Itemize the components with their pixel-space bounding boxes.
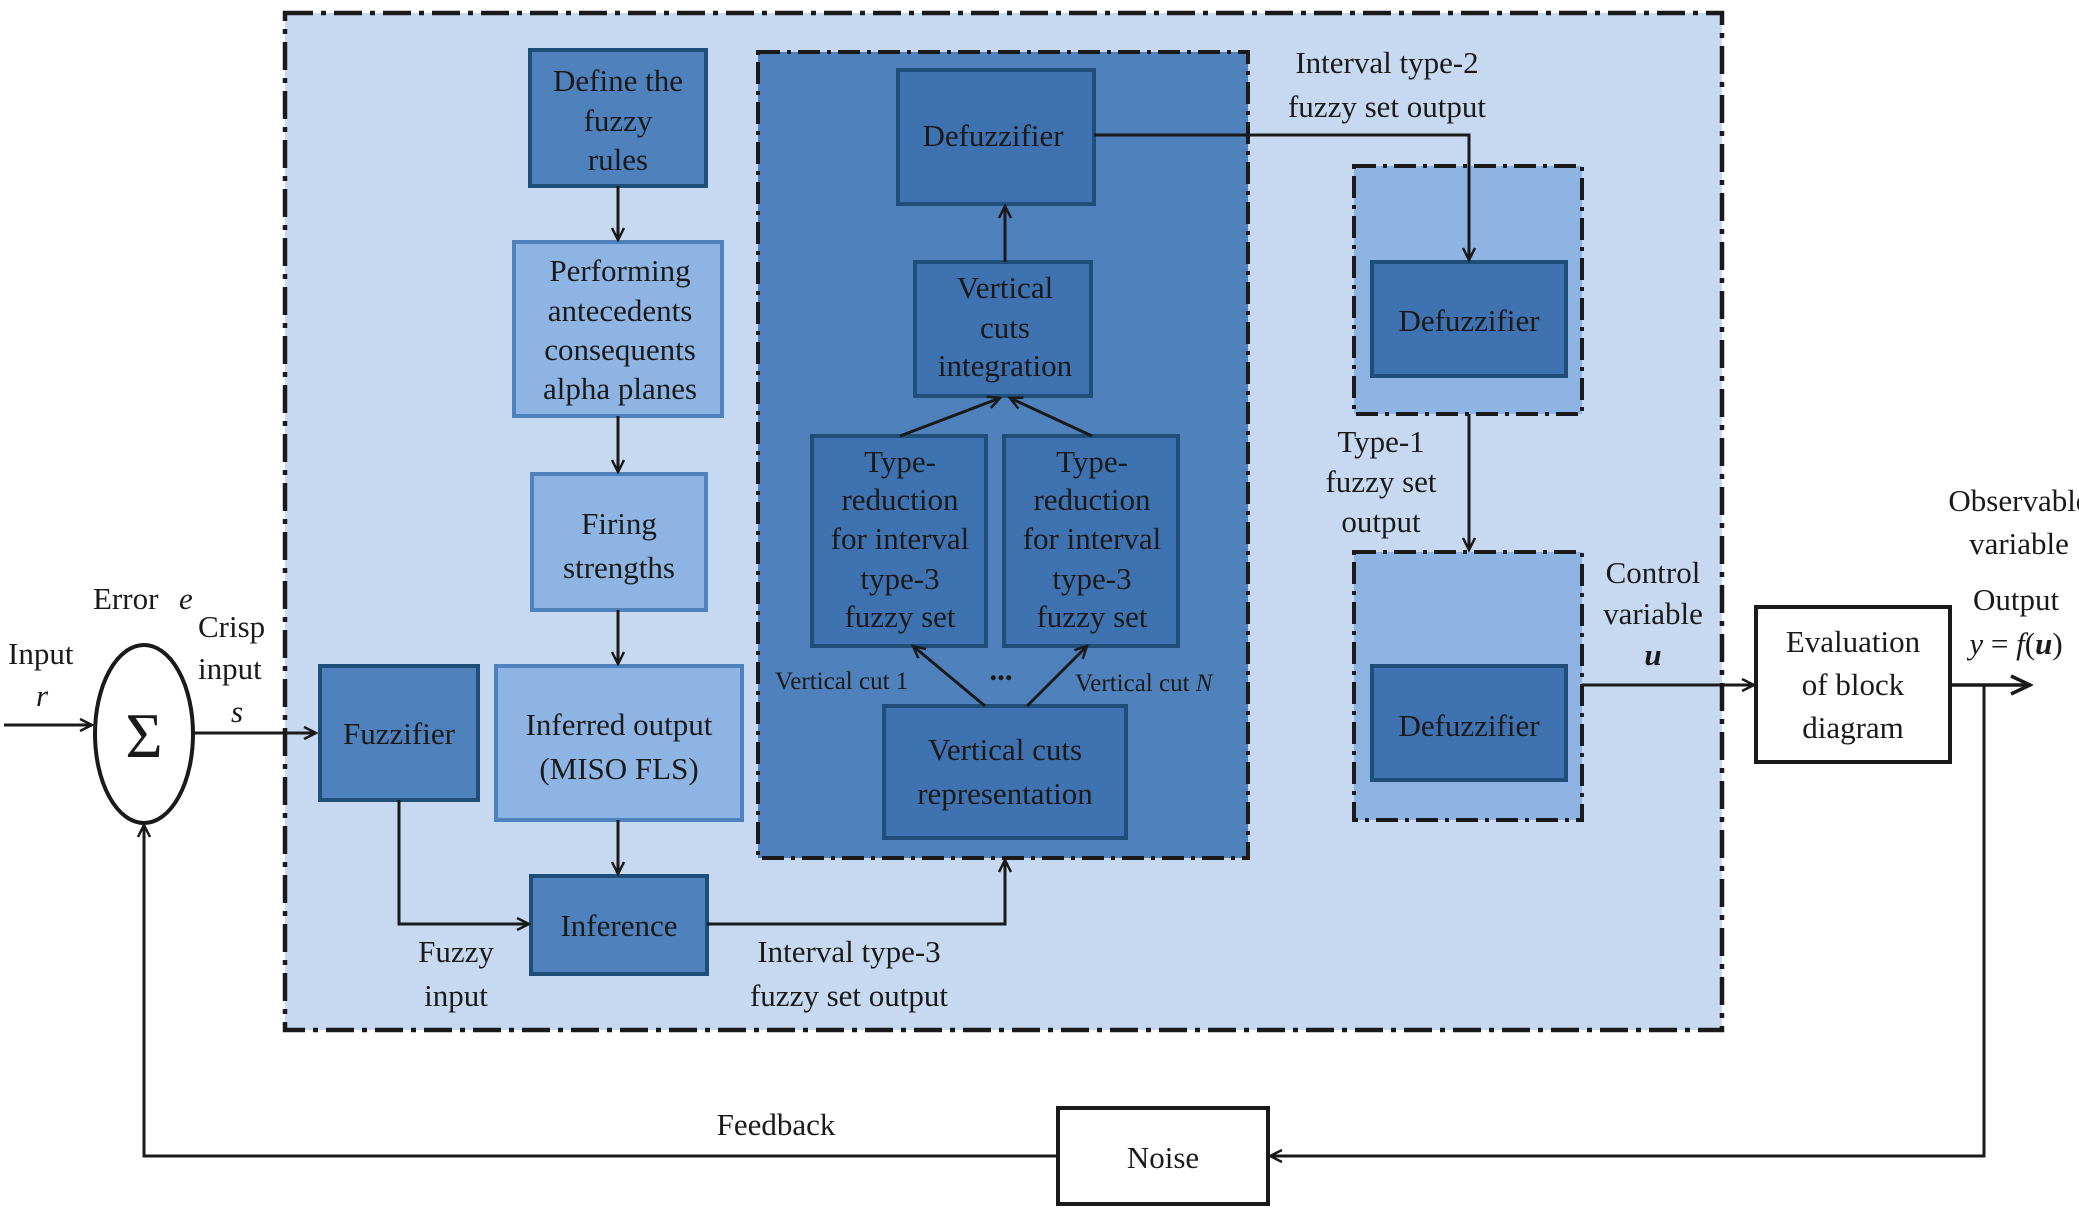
it2-output-arrow (1094, 133, 1469, 260)
vcuts-integration-text-3: integration (938, 348, 1073, 383)
antecedents-text-2: antecedents (548, 293, 693, 328)
vcuts-integration-block: Vertical cuts integration (913, 260, 1093, 398)
tr1-text-2: reduction (841, 482, 959, 517)
tr2-text-2: reduction (1033, 482, 1151, 517)
inference-to-vcuts-arrow (707, 860, 1005, 926)
crisp-label-1: Crisp (198, 609, 265, 644)
firing-text-2: strengths (563, 550, 675, 585)
inferred-output-block: Inferred output (MISO FLS) (494, 664, 744, 822)
input-label: Input (8, 636, 74, 671)
vcuts-integration-text-2: cuts (980, 310, 1030, 345)
rules-block: Define the fuzzy rules (528, 48, 708, 188)
crisp-label-2: input (198, 651, 262, 686)
tr1-to-integration-arrow (899, 398, 1000, 438)
output-label: Output (1973, 582, 2060, 617)
fuzzifier-text: Fuzzifier (343, 716, 456, 751)
output-equation: y = f(u) (1966, 626, 2062, 661)
crisp-symbol: s (231, 694, 243, 729)
evaluation-text-2: of block (1802, 667, 1905, 702)
top-defuzzifier-block: Defuzzifier (896, 68, 1096, 206)
firing-strengths-block: Firing strengths (530, 472, 708, 612)
type2-defuzzifier-text: Defuzzifier (1398, 303, 1540, 338)
type-reduction-1-block: Type- reduction for interval type-3 fuzz… (810, 434, 988, 648)
it3-output-label-2: fuzzy set output (750, 978, 948, 1013)
t1-output-label-2: fuzzy set (1325, 464, 1436, 499)
observable-label-1: Observable (1948, 483, 2079, 518)
it3-output-label-1: Interval type-3 (757, 934, 940, 969)
rules-text-1: Define the (553, 63, 683, 98)
type1-defuzzifier-text: Defuzzifier (1398, 708, 1540, 743)
rules-text-2: fuzzy (584, 103, 653, 138)
t1-output-label-1: Type-1 (1337, 424, 1424, 459)
inference-block: Inference (529, 874, 709, 976)
vcuts-rep-text-2: representation (917, 776, 1093, 811)
tr2-text-3: for interval (1023, 521, 1162, 556)
tr2-text-4: type-3 (1052, 561, 1131, 596)
feedback-label: Feedback (717, 1107, 836, 1142)
type1-defuzzifier-block: Defuzzifier (1370, 664, 1568, 782)
tr1-text-1: Type- (864, 444, 936, 479)
it2-output-label-2: fuzzy set output (1288, 89, 1486, 124)
type2-defuzzifier-block: Defuzzifier (1370, 260, 1568, 378)
fuzzifier-block: Fuzzifier (318, 664, 480, 802)
summing-junction: Σ (93, 643, 195, 825)
antecedents-block: Performing antecedents consequents alpha… (512, 240, 724, 418)
tr1-text-5: fuzzy set (844, 599, 955, 634)
vcuts-to-tr1-arrow (913, 646, 986, 708)
vcuts-representation-block: Vertical cuts representation (882, 704, 1128, 840)
control-label-2: variable (1603, 596, 1703, 631)
input-symbol: r (36, 678, 49, 713)
vcuts-integration-text-1: Vertical (957, 270, 1053, 305)
feedback-arrow (144, 825, 1058, 1158)
type-reduction-2-block: Type- reduction for interval type-3 fuzz… (1002, 434, 1180, 648)
tr1-text-3: for interval (831, 521, 970, 556)
t1-output-label-3: output (1341, 504, 1421, 539)
antecedents-text-3: consequents (544, 332, 696, 367)
rules-text-3: rules (588, 142, 648, 177)
inferred-text-1: Inferred output (526, 707, 713, 742)
noise-text: Noise (1127, 1140, 1199, 1175)
error-symbol: e (179, 581, 193, 616)
evaluation-text-3: diagram (1802, 710, 1904, 745)
vertical-cut-n-label: Vertical cut N (1075, 670, 1214, 697)
tr1-text-4: type-3 (860, 561, 939, 596)
evaluation-text-1: Evaluation (1786, 624, 1921, 659)
vertical-cut-1-label: Vertical cut 1 (775, 668, 908, 695)
control-symbol: u (1644, 637, 1661, 672)
it2-output-label-1: Interval type-2 (1295, 45, 1478, 80)
observable-label-2: variable (1969, 526, 2069, 561)
control-label-1: Control (1606, 555, 1701, 590)
firing-text-1: Firing (581, 506, 657, 541)
error-label: Error (93, 581, 159, 616)
fuzzy-input-label-2: input (424, 978, 488, 1013)
tr2-to-integration-arrow (1010, 398, 1093, 438)
ellipsis-label: ... (989, 652, 1012, 687)
antecedents-text-1: Performing (549, 253, 690, 288)
tr2-text-5: fuzzy set (1036, 599, 1147, 634)
evaluation-block: Evaluation of block diagram (1754, 605, 1952, 764)
top-defuzzifier-text: Defuzzifier (922, 118, 1064, 153)
fuzzy-input-label-1: Fuzzy (418, 934, 494, 969)
sigma-symbol: Σ (125, 700, 162, 771)
vcuts-rep-text-1: Vertical cuts (928, 732, 1082, 767)
inferred-text-2: (MISO FLS) (539, 751, 698, 786)
noise-block: Noise (1056, 1106, 1270, 1206)
output-to-noise-arrow (1270, 685, 1986, 1156)
vcuts-to-tr2-arrow (1025, 646, 1087, 708)
inference-text: Inference (560, 908, 677, 943)
fuzzifier-to-inference-arrow (397, 800, 529, 924)
tr2-text-1: Type- (1056, 444, 1128, 479)
antecedents-text-4: alpha planes (543, 371, 697, 406)
